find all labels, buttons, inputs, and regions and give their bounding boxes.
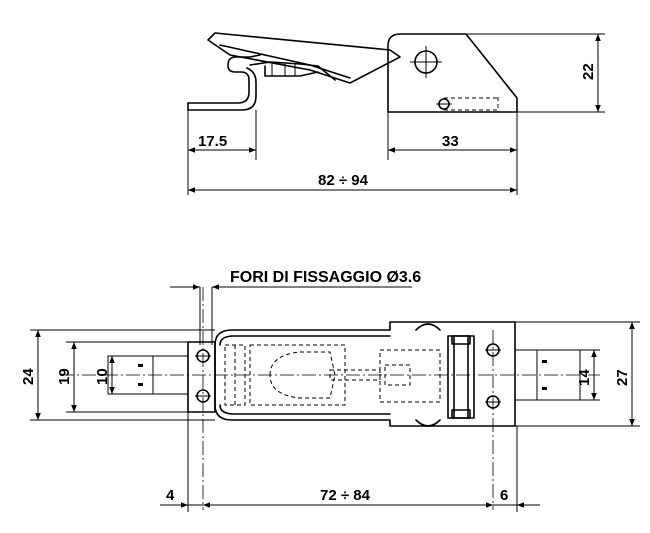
dim-33: 33 xyxy=(442,133,459,150)
left-plate xyxy=(187,341,216,413)
dim-4: 4 xyxy=(166,487,175,504)
dim-24: 24 xyxy=(20,368,37,385)
fixing-holes-label: FORI DI FISSAGGIO Ø3.6 xyxy=(230,269,421,286)
dim-82-94: 82 ÷ 94 xyxy=(318,172,369,189)
right-bracket xyxy=(387,33,518,113)
left-base-plate xyxy=(187,54,261,104)
dim-22: 22 xyxy=(580,63,597,80)
dim-14: 14 xyxy=(576,369,593,386)
hinge xyxy=(447,335,475,419)
dim-17-5: 17.5 xyxy=(198,133,227,150)
side-view: 17.5 33 82 ÷ 94 22 xyxy=(187,32,605,195)
dim-27: 27 xyxy=(614,369,631,386)
dim-19: 19 xyxy=(56,368,73,385)
dim-6: 6 xyxy=(500,487,508,504)
lever-arm xyxy=(207,32,401,84)
dim-72-84: 72 ÷ 84 xyxy=(320,487,371,504)
dim-10: 10 xyxy=(94,368,111,385)
plan-view: FORI DI FISSAGGIO Ø3.6 xyxy=(20,269,640,512)
